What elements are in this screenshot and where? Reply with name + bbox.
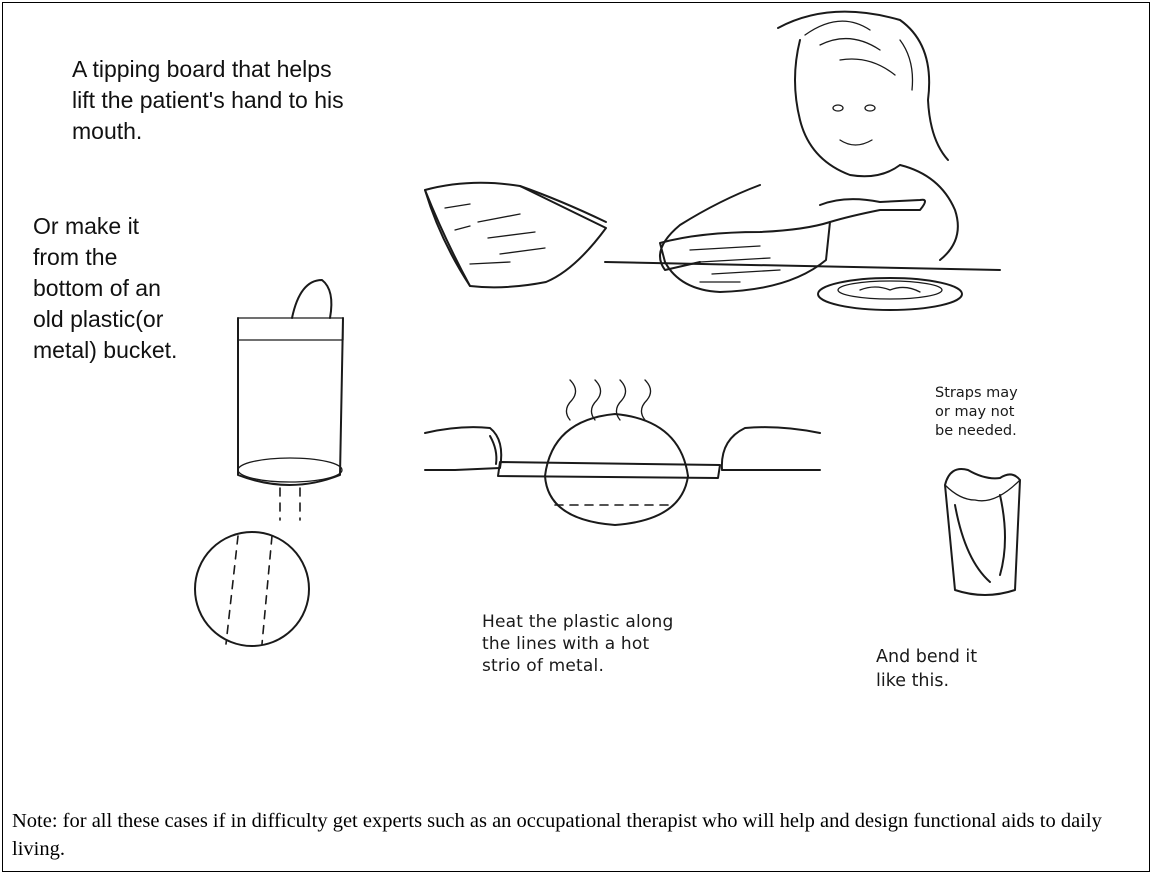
caption-straps: Straps may or may not be needed. bbox=[935, 384, 1075, 441]
heating-hands-drawing bbox=[425, 380, 820, 525]
note-paragraph: Note: for all these cases if in difficul… bbox=[12, 807, 1142, 863]
bucket-drawing bbox=[238, 280, 343, 520]
bucket-bottom-circle-drawing bbox=[195, 532, 309, 646]
caption-heat-plastic: Heat the plastic along the lines with a … bbox=[482, 611, 762, 677]
caption-bend: And bend it like this. bbox=[876, 645, 1036, 693]
bent-aid-drawing bbox=[945, 469, 1020, 595]
caption-tipping-board: A tipping board that helps lift the pati… bbox=[72, 54, 452, 147]
tipping-board-drawing bbox=[425, 183, 606, 288]
child-eating-drawing bbox=[605, 12, 1000, 310]
caption-bucket: Or make it from the bottom of an old pla… bbox=[33, 211, 233, 366]
